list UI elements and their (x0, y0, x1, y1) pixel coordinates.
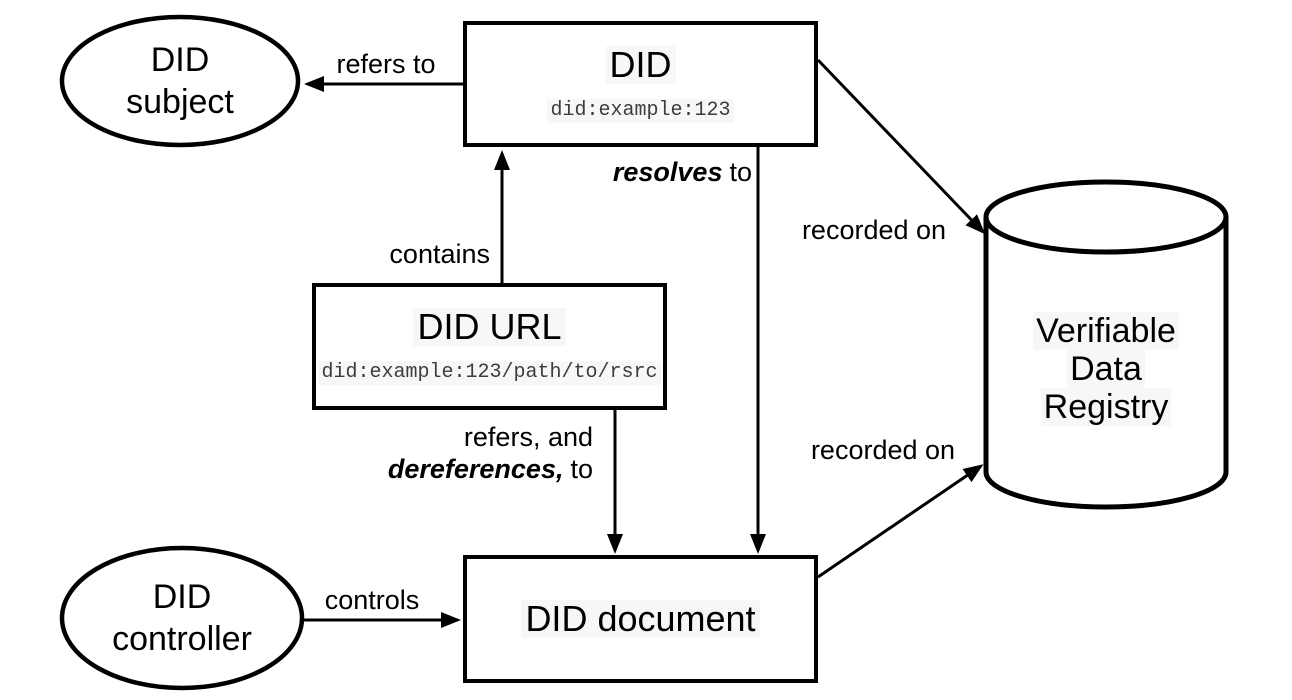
registry-cylinder-top (983, 179, 1229, 255)
did-document-node-title: DID document (521, 600, 760, 638)
refers-to-label: refers to (336, 49, 436, 79)
did-node-title: DID (605, 45, 676, 84)
recorded-on-bottom-arrow (817, 464, 984, 579)
registry-label: Verifiable Data Registry (996, 312, 1216, 426)
recorded-on-top-label: recorded on (801, 215, 947, 245)
did-controller-label: DID controller (112, 578, 252, 658)
dereferences-to-label: refers, and dereferences,to (387, 422, 593, 484)
did-url-node: DID URL did:example:123/path/to/rsrc (312, 283, 667, 410)
controls-label: controls (324, 585, 420, 615)
did-controller-ellipse (59, 545, 305, 691)
did-url-node-code: did:example:123/path/to/rsrc (318, 361, 661, 385)
contains-label: contains (389, 239, 490, 269)
did-subject-label: DID subject (126, 41, 234, 121)
did-url-node-title: DID URL (413, 308, 566, 346)
did-node: DID did:example:123 (463, 21, 818, 147)
did-document-node: DID document (463, 555, 818, 683)
did-subject-ellipse (59, 14, 301, 148)
recorded-on-bottom-label: recorded on (810, 435, 956, 465)
recorded-on-top-arrow (816, 58, 986, 235)
did-node-code: did:example:123 (547, 98, 734, 123)
